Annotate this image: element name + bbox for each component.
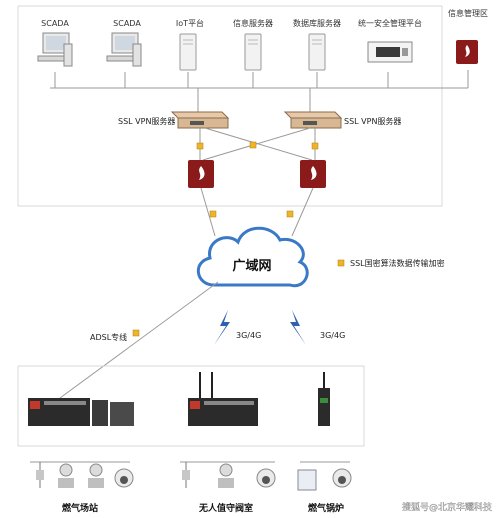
firewall-icon xyxy=(456,40,478,64)
top-node-drops xyxy=(54,72,389,88)
rtu-controller-icon xyxy=(28,398,134,426)
field-zone-frame xyxy=(17,365,365,447)
transmitter-icon xyxy=(36,462,44,488)
server-tower-icon xyxy=(308,33,326,71)
site-labels: 燃气场站 无人值守阀室 燃气锅炉 xyxy=(62,502,344,514)
camera-icon xyxy=(114,468,134,488)
top-node-label: IoT平台 xyxy=(176,18,204,28)
cellular-gateway-icon xyxy=(318,372,330,426)
valve-icon xyxy=(58,463,74,488)
lightning-icon xyxy=(214,310,230,345)
wan-cloud xyxy=(197,226,309,288)
info-zone-label: 信息管理区 xyxy=(448,8,488,18)
encryption-legend: SSL国密算法数据传输加密 xyxy=(350,258,445,268)
rtu-controller-icon xyxy=(188,372,258,426)
site-label: 无人值守阀室 xyxy=(198,502,253,514)
vpn-server-icon xyxy=(170,111,230,129)
top-node-label: 统一安全管理平台 xyxy=(358,18,422,28)
vpn-cross-links xyxy=(199,127,316,165)
management-appliance-icon xyxy=(367,41,413,63)
top-node-label: SCADA xyxy=(41,19,69,28)
vpn-server-icon xyxy=(283,111,343,129)
cellular-label-2: 3G/4G xyxy=(320,331,345,340)
watermark-text: 搜狐号@北京华耀科技 xyxy=(402,501,492,513)
server-tower-icon xyxy=(179,33,197,71)
desktop-computer-icon xyxy=(106,32,142,67)
vpn-right-label: SSL VPN服务器 xyxy=(344,116,401,126)
top-node-labels: SCADA SCADA IoT平台 信息服务器 数据库服务器 统一安全管理平台 … xyxy=(41,8,488,28)
firewall-icon xyxy=(188,160,214,188)
top-node-label: 数据库服务器 xyxy=(293,18,341,28)
valve-icon xyxy=(218,463,234,488)
server-tower-icon xyxy=(244,33,262,71)
vpn-left-label: SSL VPN服务器 xyxy=(118,116,175,126)
site-label: 燃气场站 xyxy=(62,502,98,514)
top-node-label: SCADA xyxy=(113,19,141,28)
boiler-icon xyxy=(297,469,317,491)
site-label: 燃气锅炉 xyxy=(308,502,344,514)
cloud-label: 广域网 xyxy=(232,258,271,274)
camera-icon xyxy=(332,468,352,488)
top-node-label: 信息服务器 xyxy=(233,18,273,28)
firewall-icon xyxy=(300,160,326,188)
adsl-link xyxy=(59,281,219,399)
lightning-icon xyxy=(290,310,306,345)
camera-icon xyxy=(256,468,276,488)
desktop-computer-icon xyxy=(37,32,73,67)
encryption-key-badge xyxy=(132,141,345,337)
cellular-label-1: 3G/4G xyxy=(236,331,261,340)
valve-icon xyxy=(88,463,104,488)
transmitter-icon xyxy=(182,462,190,488)
control-zone-frame xyxy=(17,5,443,207)
adsl-label: ADSL专线 xyxy=(90,332,127,342)
